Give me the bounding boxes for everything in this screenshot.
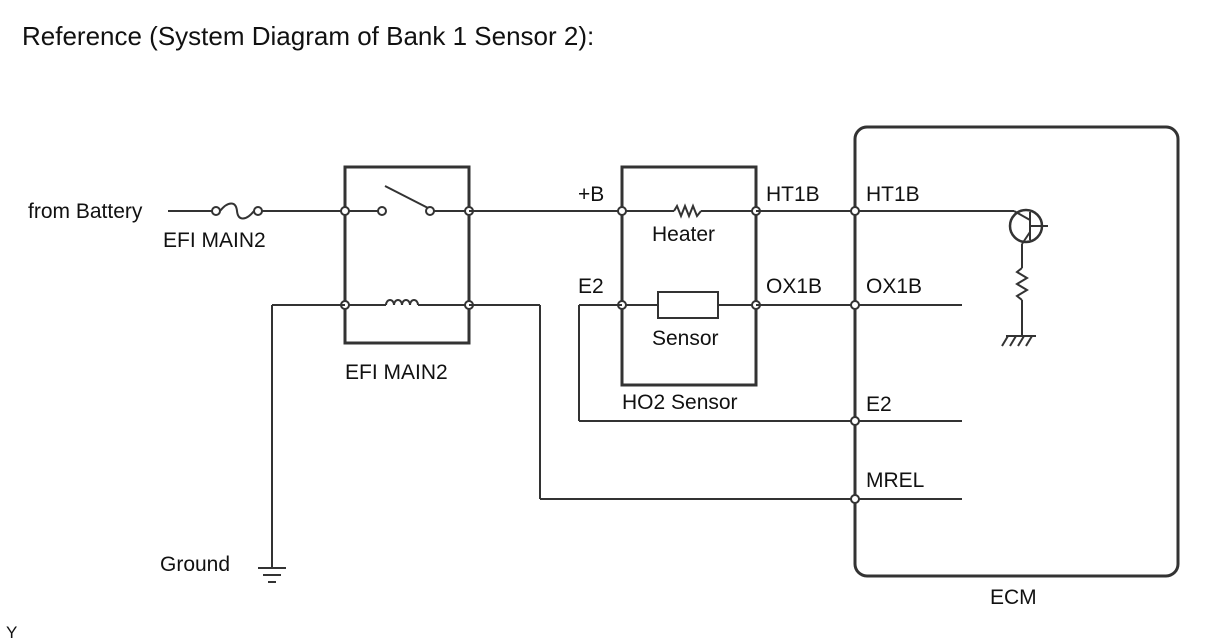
ecm-label: ECM xyxy=(990,586,1037,609)
e2-wire xyxy=(578,304,855,422)
relay-label: EFI MAIN2 xyxy=(345,361,448,384)
ecm-terminal xyxy=(850,206,860,216)
ho2-sensor-label: HO2 Sensor xyxy=(622,391,738,414)
transistor-icon xyxy=(1008,208,1048,268)
fuse-icon xyxy=(211,202,263,220)
ox1b-ecm-label: OX1B xyxy=(866,275,922,298)
mrel-ecm-label: MREL xyxy=(866,469,924,492)
ht1b-sensor-label: HT1B xyxy=(766,183,820,206)
heater-label: Heater xyxy=(652,223,715,246)
relay-terminal xyxy=(340,206,350,216)
ht1b-ecm-label: HT1B xyxy=(866,183,920,206)
ground-wire xyxy=(271,304,345,568)
plus-b-label: +B xyxy=(578,183,604,206)
ground-label: Ground xyxy=(160,553,230,576)
relay-coil-icon xyxy=(345,299,469,306)
fuse-label: EFI MAIN2 xyxy=(163,229,266,252)
e2-ecm-label: E2 xyxy=(866,393,892,416)
e2-sensor-label: E2 xyxy=(578,275,604,298)
ecm-terminal xyxy=(850,300,860,310)
ecm-terminal xyxy=(850,416,860,426)
ecm-terminal xyxy=(850,494,860,504)
ecm-box xyxy=(853,125,1180,578)
mrel-wire xyxy=(469,304,855,500)
ecm-resistor-icon xyxy=(1015,267,1029,336)
ox1b-sensor-label: OX1B xyxy=(766,275,822,298)
sensor-terminal xyxy=(617,206,627,216)
ground-icon xyxy=(258,567,286,583)
from-battery-label: from Battery xyxy=(28,200,143,223)
relay-box xyxy=(343,165,471,345)
sensor-element-icon xyxy=(622,291,756,319)
sensor-label: Sensor xyxy=(652,327,719,350)
relay-switch-icon xyxy=(345,185,469,216)
diagram-title: Reference (System Diagram of Bank 1 Sens… xyxy=(22,21,594,51)
ho2-sensor-box xyxy=(620,165,758,387)
corner-mark: Y xyxy=(6,623,17,642)
chassis-ground-icon xyxy=(1001,335,1036,347)
heater-resistor-icon xyxy=(622,203,756,219)
